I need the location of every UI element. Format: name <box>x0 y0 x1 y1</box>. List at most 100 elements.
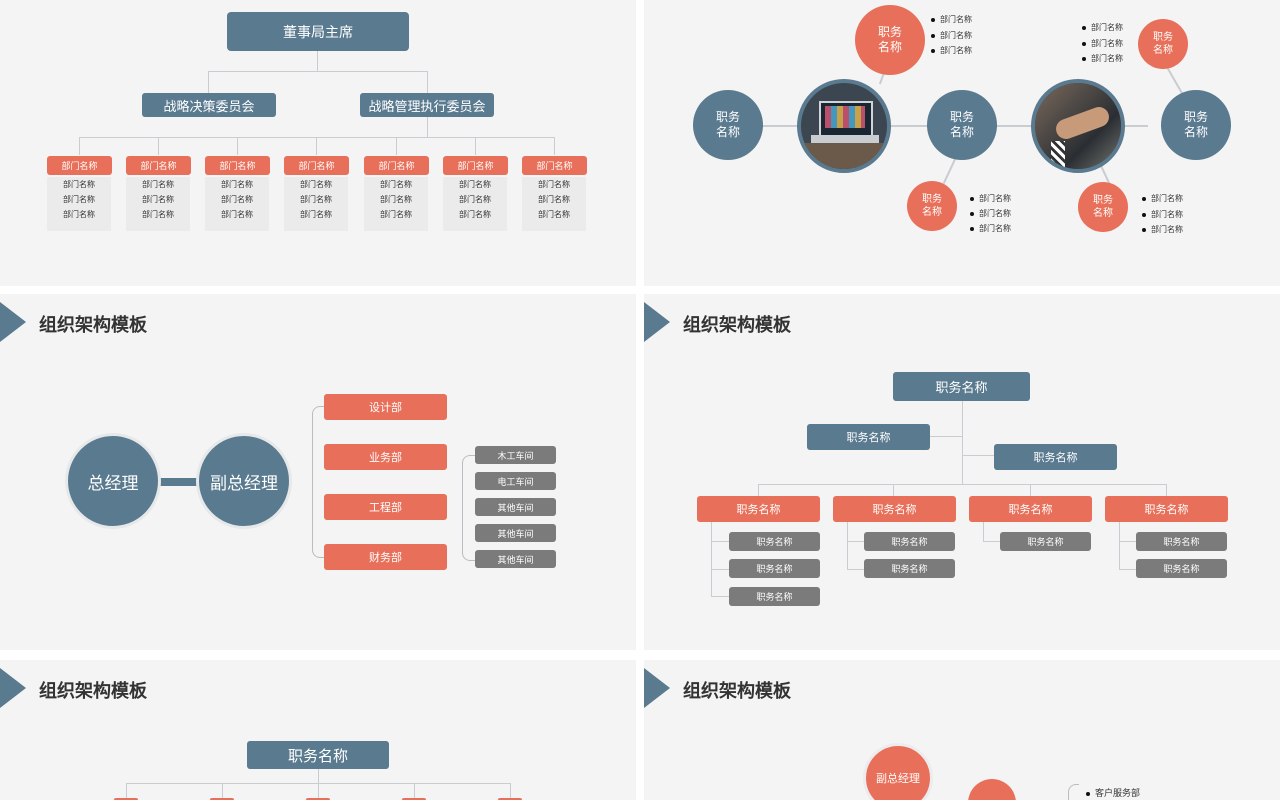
department-box: 业务部 <box>324 444 447 470</box>
sub-position-box: 职务名称 <box>1136 559 1227 578</box>
department-list: 部门名称部门名称部门名称 <box>205 177 269 231</box>
department-list: 部门名称部门名称部门名称 <box>443 177 507 231</box>
column-header: 职务名称 <box>833 496 956 522</box>
bullet-item: 部门名称 <box>1082 38 1123 49</box>
general-manager-circle: 总经理 <box>65 433 161 529</box>
position-circle-right: 职务 名称 <box>1161 90 1231 160</box>
title-arrow-icon <box>0 302 26 342</box>
department-header: 部门名称 <box>47 156 112 175</box>
position-circle-top-right: 职务 名称 <box>1138 19 1188 69</box>
slide-title: 组织架构模板 <box>683 315 791 336</box>
list-item: 部门名称 <box>63 210 95 219</box>
deputy-manager-circle: 副总经理 <box>863 743 933 800</box>
department-list: 部门名称部门名称部门名称 <box>284 177 348 231</box>
department-list: 部门名称部门名称部门名称 <box>47 177 111 231</box>
bullet-item: 部门名称 <box>1082 53 1123 64</box>
laptop-photo <box>797 79 891 173</box>
list-item: 部门名称 <box>221 195 253 204</box>
sub-position-box: 职务名称 <box>864 559 955 578</box>
department-header: 部门名称 <box>522 156 587 175</box>
slide-6[interactable]: 组织架构模板 副总经理 客户服务部 <box>644 660 1280 800</box>
position-circle-left: 职务 名称 <box>693 90 763 160</box>
bullet-item: 客户服务部 <box>1086 786 1140 799</box>
slide-5[interactable]: 组织架构模板 职务名称 <box>0 660 636 800</box>
list-item: 部门名称 <box>380 210 412 219</box>
department-box: 工程部 <box>324 494 447 520</box>
slide-1[interactable]: 董事局主席 战略决策委员会 战略管理执行委员会 部门名称 部门名称部门名称部门名… <box>0 0 636 286</box>
position-circle-bottom-left: 职务 名称 <box>907 181 957 231</box>
department-list: 部门名称部门名称部门名称 <box>364 177 428 231</box>
bullet-item: 部门名称 <box>931 45 972 56</box>
position-circle-center: 职务 名称 <box>927 90 997 160</box>
list-item: 部门名称 <box>380 180 412 189</box>
handshake-photo <box>1031 79 1125 173</box>
slide-title: 组织架构模板 <box>39 315 147 336</box>
workshop-box: 其他车间 <box>475 524 556 542</box>
column-header: 职务名称 <box>1105 496 1228 522</box>
workshop-box: 其他车间 <box>475 550 556 568</box>
top-position-box: 职务名称 <box>247 741 389 769</box>
list-item: 部门名称 <box>459 180 491 189</box>
sub-position-box: 职务名称 <box>729 532 820 551</box>
column-header: 职务名称 <box>969 496 1092 522</box>
list-item: 部门名称 <box>221 180 253 189</box>
deputy-manager-circle: 副总经理 <box>196 433 292 529</box>
department-box: 设计部 <box>324 394 447 420</box>
title-arrow-icon <box>644 302 670 342</box>
bullet-item: 部门名称 <box>931 30 972 41</box>
bullet-item: 部门名称 <box>931 14 972 25</box>
title-arrow-icon <box>644 668 670 708</box>
list-item: 部门名称 <box>142 210 174 219</box>
bullet-item: 部门名称 <box>1142 193 1183 204</box>
department-list: 部门名称部门名称部门名称 <box>522 177 586 231</box>
slide-3[interactable]: 组织架构模板 总经理 副总经理 设计部 业务部 工程部 财务部 木工车间 电工车… <box>0 294 636 650</box>
workshop-box: 其他车间 <box>475 498 556 516</box>
column-header: 职务名称 <box>697 496 820 522</box>
list-item: 部门名称 <box>300 210 332 219</box>
workshop-box: 木工车间 <box>475 446 556 464</box>
department-header: 部门名称 <box>364 156 429 175</box>
position-circle-top: 职务 名称 <box>855 5 925 75</box>
chairman-box: 董事局主席 <box>227 12 409 51</box>
list-item: 部门名称 <box>142 195 174 204</box>
workshop-box: 电工车间 <box>475 472 556 490</box>
list-item: 部门名称 <box>538 210 570 219</box>
committee-box: 战略决策委员会 <box>142 93 276 117</box>
list-item: 部门名称 <box>300 180 332 189</box>
sub-position-box: 职务名称 <box>1000 532 1091 551</box>
sub-position-circle <box>968 779 1016 800</box>
bullet-item: 部门名称 <box>970 208 1011 219</box>
sub-position-box: 职务名称 <box>864 532 955 551</box>
mid-position-box: 职务名称 <box>807 424 930 450</box>
list-item: 部门名称 <box>63 195 95 204</box>
department-header: 部门名称 <box>205 156 270 175</box>
sub-position-box: 职务名称 <box>729 559 820 578</box>
bullet-item: 部门名称 <box>970 193 1011 204</box>
position-circle-bottom-right: 职务 名称 <box>1078 182 1128 232</box>
bullet-item: 部门名称 <box>1142 209 1183 220</box>
department-box: 财务部 <box>324 544 447 570</box>
list-item: 部门名称 <box>142 180 174 189</box>
department-list: 部门名称部门名称部门名称 <box>126 177 190 231</box>
list-item: 部门名称 <box>459 210 491 219</box>
slide-title: 组织架构模板 <box>39 681 147 702</box>
department-header: 部门名称 <box>284 156 349 175</box>
sub-position-box: 职务名称 <box>729 587 820 606</box>
slide-4[interactable]: 组织架构模板 职务名称 职务名称 职务名称 职务名称 职务名称 职务名称 职务名… <box>644 294 1280 650</box>
sub-position-box: 职务名称 <box>1136 532 1227 551</box>
list-item: 部门名称 <box>300 195 332 204</box>
bullet-item: 部门名称 <box>1142 224 1183 235</box>
list-item: 部门名称 <box>380 195 412 204</box>
committee-box: 战略管理执行委员会 <box>360 93 494 117</box>
list-item: 部门名称 <box>538 195 570 204</box>
list-item: 部门名称 <box>221 210 253 219</box>
mid-position-box: 职务名称 <box>994 444 1117 470</box>
department-header: 部门名称 <box>443 156 508 175</box>
department-header: 部门名称 <box>126 156 191 175</box>
bullet-item: 部门名称 <box>970 223 1011 234</box>
title-arrow-icon <box>0 668 26 708</box>
list-item: 部门名称 <box>538 180 570 189</box>
top-position-box: 职务名称 <box>893 372 1030 401</box>
slide-2[interactable]: 职务 名称 部门名称 部门名称 部门名称 职务 名称 职务 名称 职务 名称 职… <box>644 0 1280 286</box>
slide-title: 组织架构模板 <box>683 681 791 702</box>
